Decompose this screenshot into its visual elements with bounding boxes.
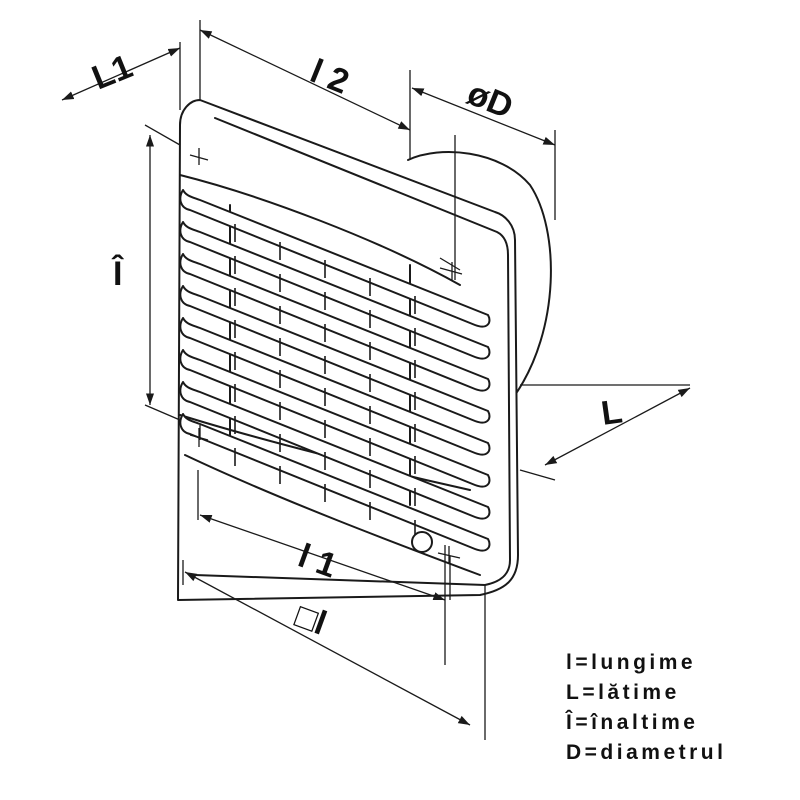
legend-item-inaltime: Î=înaltime: [566, 711, 699, 734]
dimension-lines: [144, 20, 690, 740]
dim-l1-top: [61, 47, 181, 101]
louver-slat: [179, 189, 491, 328]
dim-square-l: [184, 571, 471, 726]
legend-item-lungime: l=lungime: [566, 651, 697, 674]
label-square-l: □l: [290, 597, 331, 643]
louver-slat: [179, 253, 491, 392]
louver-slat: [179, 317, 491, 456]
dim-depth: [544, 387, 691, 466]
legend-item-latime: L=lătime: [566, 681, 680, 704]
label-height: Î: [111, 255, 124, 293]
label-depth: L: [599, 392, 625, 433]
control-knob[interactable]: [411, 531, 433, 553]
dimension-arrows: [61, 29, 691, 726]
louver-slat: [179, 349, 491, 488]
legend-item-diametrul: D=diametrul: [566, 741, 727, 764]
label-diameter: øD: [462, 74, 518, 126]
louver-slat: [179, 285, 491, 424]
louver-slat: [179, 381, 491, 520]
louver-slat: [179, 221, 491, 360]
label-L1: L1: [87, 47, 138, 97]
dimension-legend: l=lungime L=lătime Î=înaltime D=diametru…: [566, 648, 726, 768]
dim-l2: [199, 29, 411, 131]
label-l2: l 2: [305, 52, 354, 101]
dim-diameter: [411, 87, 556, 146]
